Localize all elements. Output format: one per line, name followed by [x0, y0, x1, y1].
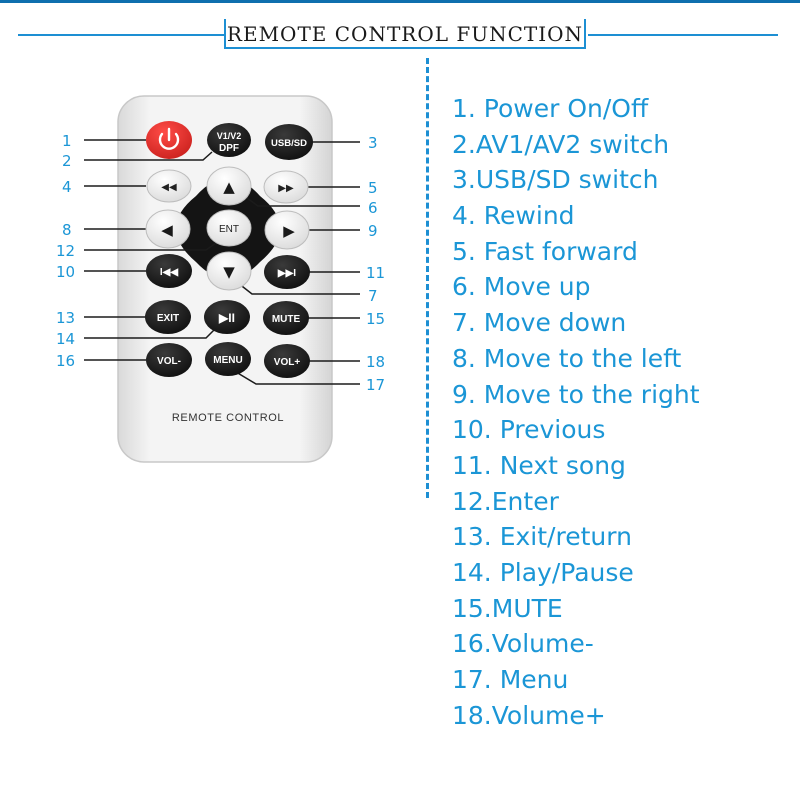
- callout-3: 3: [368, 134, 378, 152]
- function-item: 2.AV1/AV2 switch: [452, 129, 670, 159]
- header-line-right: [588, 34, 778, 36]
- function-item: 15.MUTE: [452, 593, 563, 623]
- function-item: 18.Volume+: [452, 700, 606, 730]
- header-line-left: [18, 34, 226, 36]
- function-item: 13. Exit/return: [452, 522, 632, 552]
- menu-button[interactable]: MENU: [205, 342, 251, 376]
- remote-footer-label: REMOTE CONTROL: [172, 412, 284, 424]
- leader-lines: [84, 139, 360, 385]
- volume-up-button[interactable]: VOL+: [264, 344, 310, 378]
- top-rule: [0, 0, 800, 3]
- vol-down-label: VOL-: [157, 356, 181, 367]
- callout-16: 16: [56, 352, 75, 370]
- vol-up-label: VOL+: [274, 357, 301, 368]
- callout-2: 2: [62, 152, 72, 170]
- callout-4: 4: [62, 178, 72, 196]
- exit-label: EXIT: [157, 313, 179, 324]
- left-arrow-icon: ◀: [161, 221, 173, 239]
- next-icon: ▶▶I: [277, 268, 296, 279]
- callout-5: 5: [368, 179, 378, 197]
- vertical-divider: [426, 58, 429, 498]
- fast-forward-icon: ▶▶: [278, 183, 294, 194]
- right-arrow-icon: ▶: [283, 222, 295, 240]
- function-item: 8. Move to the left: [452, 343, 682, 373]
- callout-10: 10: [56, 263, 75, 281]
- play-pause-button[interactable]: ▶II: [204, 300, 250, 334]
- function-item: 10. Previous: [452, 415, 606, 445]
- function-item: 4. Rewind: [452, 201, 575, 231]
- rewind-button[interactable]: ◀◀: [146, 169, 192, 203]
- av-switch-button[interactable]: V1/V2 DPF: [207, 123, 251, 157]
- callout-9: 9: [368, 222, 378, 240]
- ent-label: ENT: [219, 224, 239, 235]
- up-button[interactable]: ▲: [206, 166, 252, 206]
- callout-11: 11: [366, 264, 385, 282]
- function-item: 16.Volume-: [452, 629, 594, 659]
- next-button[interactable]: ▶▶I: [264, 255, 310, 289]
- rewind-icon: ◀◀: [161, 182, 177, 193]
- usb-sd-label: USB/SD: [271, 138, 307, 149]
- callout-18: 18: [366, 353, 385, 371]
- fast-forward-button[interactable]: ▶▶: [263, 170, 309, 204]
- mute-button[interactable]: MUTE: [263, 301, 309, 335]
- function-list: 1. Power On/Off 2.AV1/AV2 switch 3.USB/S…: [452, 91, 700, 733]
- usb-sd-button[interactable]: USB/SD: [265, 124, 313, 160]
- right-button[interactable]: ▶: [264, 210, 310, 250]
- function-item: 14. Play/Pause: [452, 557, 634, 587]
- play-pause-icon: ▶II: [218, 311, 235, 325]
- function-item: 1. Power On/Off: [452, 94, 649, 123]
- callout-numbers: 1 2 3 4 5 6 7 8 9 10 11 12 13 14 15 16 1…: [56, 132, 385, 394]
- function-item: 17. Menu: [452, 665, 569, 694]
- av-label: V1/V2: [217, 131, 242, 141]
- down-arrow-icon: ▼: [223, 263, 235, 281]
- previous-button[interactable]: I◀◀: [146, 254, 192, 288]
- volume-down-button[interactable]: VOL-: [146, 343, 192, 377]
- function-item: 11. Next song: [452, 450, 626, 480]
- function-item: 7. Move down: [452, 308, 627, 338]
- mute-label: MUTE: [272, 314, 301, 325]
- function-item: 6. Move up: [452, 272, 591, 302]
- function-item: 12.Enter: [452, 486, 559, 516]
- header-bracket: [224, 19, 586, 49]
- callout-13: 13: [56, 309, 75, 327]
- callout-14: 14: [56, 330, 75, 348]
- power-icon: [158, 127, 180, 150]
- callout-8: 8: [62, 221, 72, 239]
- callout-12: 12: [56, 242, 75, 260]
- exit-button[interactable]: EXIT: [145, 300, 191, 334]
- callout-1: 1: [62, 132, 72, 150]
- function-item: 9. Move to the right: [452, 379, 700, 409]
- function-item: 5. Fast forward: [452, 236, 638, 266]
- menu-label: MENU: [213, 355, 242, 366]
- up-arrow-icon: ▲: [223, 178, 235, 196]
- header-title: REMOTE CONTROL FUNCTION: [226, 22, 584, 46]
- dpf-label: DPF: [219, 143, 239, 154]
- function-item: 3.USB/SD switch: [452, 165, 659, 195]
- enter-button[interactable]: ENT: [206, 209, 252, 247]
- power-button[interactable]: [146, 121, 192, 159]
- callout-15: 15: [366, 310, 385, 328]
- previous-icon: I◀◀: [160, 267, 178, 278]
- left-button[interactable]: ◀: [145, 209, 191, 249]
- down-button[interactable]: ▼: [206, 251, 252, 291]
- callout-17: 17: [366, 376, 385, 394]
- callout-6: 6: [368, 199, 378, 217]
- callout-7: 7: [368, 287, 378, 305]
